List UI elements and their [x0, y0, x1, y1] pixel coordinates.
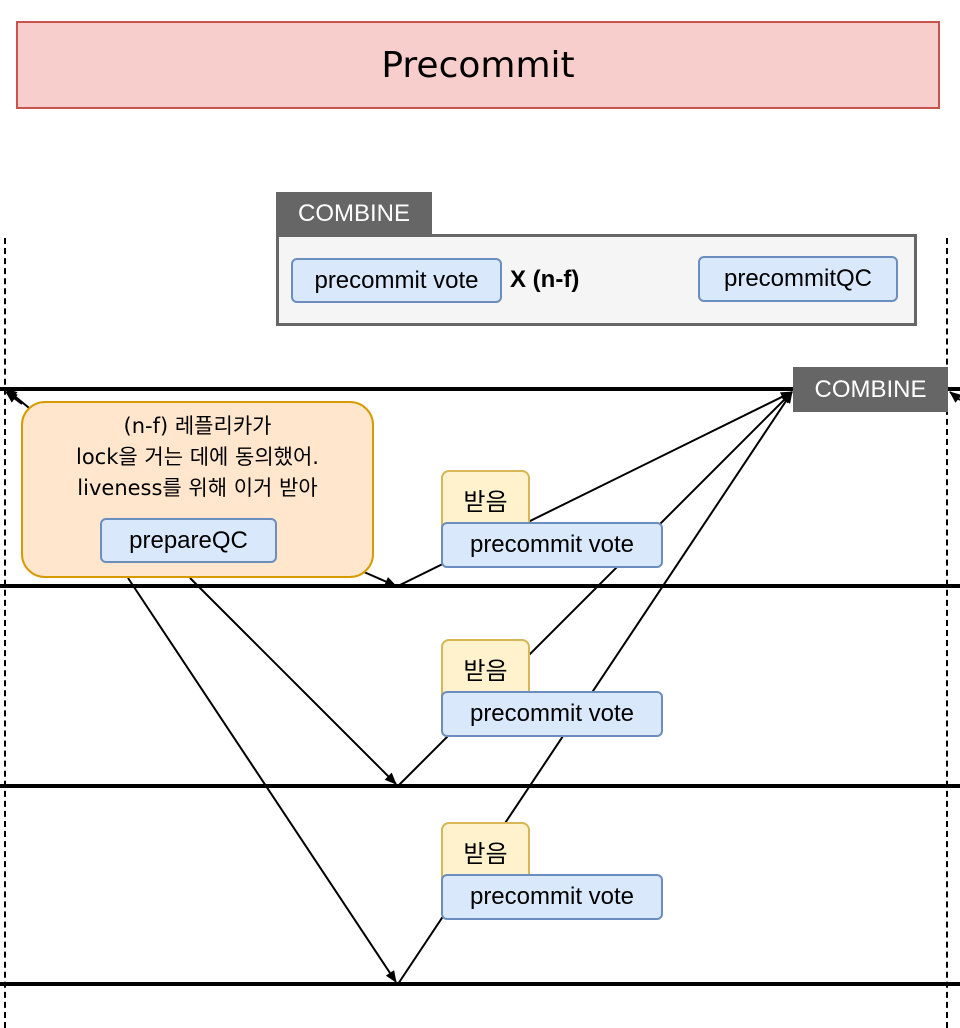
- broadcast-arrow-2: [189, 577, 397, 785]
- combine-panel-tag: COMBINE: [276, 192, 432, 236]
- precommit-vote-2: precommit vote: [441, 691, 663, 737]
- precommit-vote-3: precommit vote: [441, 874, 663, 920]
- leader-incoming-arrow-left-2: [5, 391, 23, 405]
- precommit-vote-1: precommit vote: [441, 522, 663, 568]
- leader-incoming-arrow-right: [949, 391, 960, 403]
- page-title: Precommit: [16, 21, 940, 109]
- note-line-1: (n-f) 레플리카가: [123, 414, 272, 438]
- note-line-2: lock을 거는 데에 동의했어.: [76, 445, 319, 469]
- replica-timeline-2: [0, 784, 960, 788]
- right-dashed-boundary: [946, 238, 948, 1028]
- combine-output-qc: precommitQC: [698, 256, 898, 302]
- leader-timeline: [0, 387, 960, 391]
- combine-input-vote: precommit vote: [291, 258, 502, 303]
- leader-combine-tag: COMBINE: [793, 367, 948, 412]
- combine-multiplier: X (n-f): [510, 266, 580, 293]
- left-dashed-boundary: [4, 238, 6, 1028]
- broadcast-arrow-3: [127, 577, 397, 983]
- broadcast-arrow-1: [363, 571, 397, 587]
- replica-timeline-1: [0, 584, 960, 588]
- note-line-3: liveness를 위해 이거 받아: [77, 476, 318, 500]
- note-prepare-qc: prepareQC: [100, 518, 277, 563]
- replica-timeline-3: [0, 982, 960, 986]
